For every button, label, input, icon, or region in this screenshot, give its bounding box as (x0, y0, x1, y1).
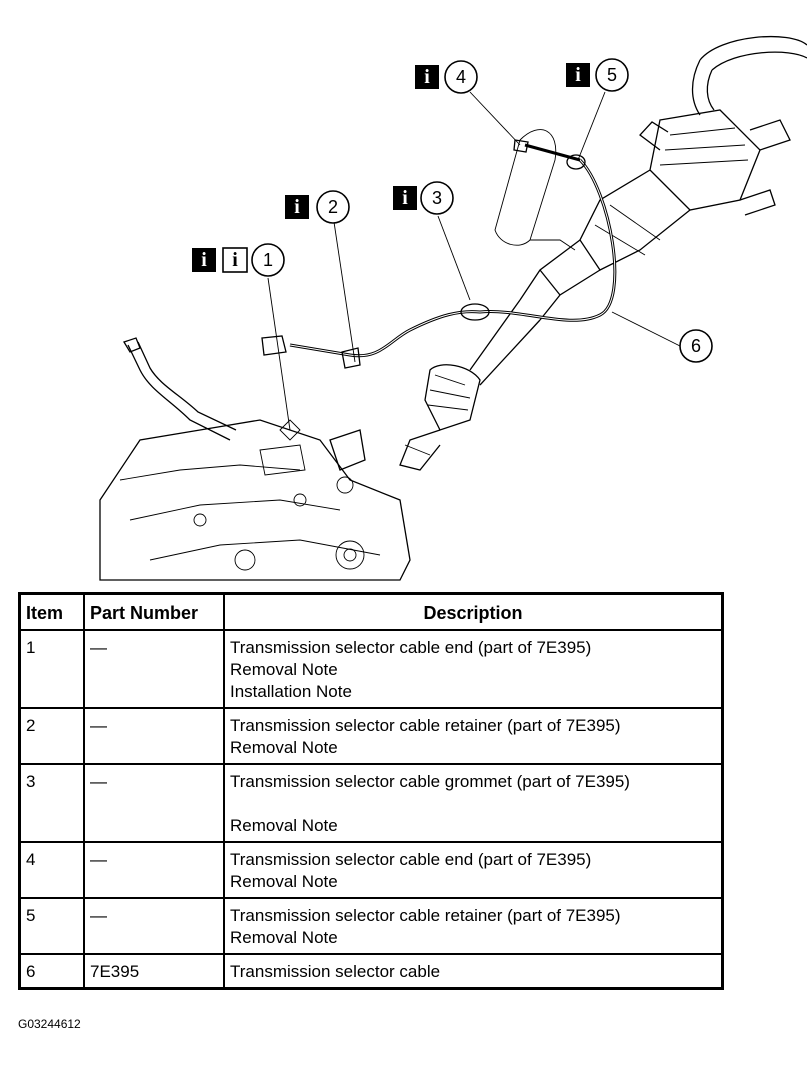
info-icon[interactable] (285, 195, 309, 219)
callout-3[interactable]: i 3 (393, 181, 454, 215)
cell-description: Transmission selector cable retainer (pa… (223, 707, 724, 765)
header-item: Item (18, 592, 85, 631)
description-text: Transmission selector cable retainer (pa… (230, 716, 621, 735)
info-i-glyph: i (575, 64, 581, 86)
callout-number: 6 (691, 336, 701, 356)
removal-note-link[interactable]: Removal Note (230, 872, 338, 891)
callout-5[interactable]: i 5 (566, 58, 629, 92)
parts-table: Item Part Number Description 1 — Transmi… (18, 592, 724, 990)
cell-item: 1 (18, 629, 85, 709)
info-i-glyph: i (201, 249, 207, 271)
table-row: 5 — Transmission selector cable retainer… (18, 897, 724, 955)
info-icon[interactable] (566, 63, 590, 87)
removal-note-link[interactable]: Removal Note (230, 660, 338, 679)
callout-2[interactable]: i 2 (285, 190, 350, 224)
info-i-glyph: i (232, 249, 238, 271)
spacer (230, 793, 716, 815)
selector-cable-illustration (261, 139, 617, 369)
callout-circle (679, 329, 713, 363)
removal-note-link[interactable]: Removal Note (230, 928, 338, 947)
transmission-illustration (99, 337, 411, 581)
cell-description: Transmission selector cable grommet (par… (223, 763, 724, 843)
description-text: Transmission selector cable grommet (par… (230, 772, 630, 791)
description-text: Transmission selector cable retainer (pa… (230, 906, 621, 925)
exploded-view-diagram: i i 1 i 2 i 3 i 4 i 5 6 (99, 36, 807, 581)
callout-circle (251, 243, 285, 277)
callout-circle (420, 181, 454, 215)
cell-item: 2 (18, 707, 85, 765)
removal-note-link[interactable]: Removal Note (230, 738, 338, 757)
table-row: 1 — Transmission selector cable end (par… (18, 629, 724, 709)
installation-note-link[interactable]: Installation Note (230, 682, 352, 701)
info-icon[interactable] (415, 65, 439, 89)
leader-lines (267, 91, 681, 431)
callout-circle (316, 190, 350, 224)
description-text: Transmission selector cable end (part of… (230, 850, 592, 869)
cell-description: Transmission selector cable retainer (pa… (223, 897, 724, 955)
cell-item: 4 (18, 841, 85, 899)
figure-id: G03244612 (18, 1017, 81, 1031)
callout-circle (595, 58, 629, 92)
info-i-glyph: i (424, 66, 430, 88)
cell-part-number: — (83, 897, 225, 955)
table-row: 4 — Transmission selector cable end (par… (18, 841, 724, 899)
info-i-glyph: i (294, 196, 300, 218)
cell-item: 6 (18, 953, 85, 990)
callout-number: 2 (328, 197, 338, 217)
callout-1[interactable]: i i 1 (192, 243, 285, 277)
cell-description: Transmission selector cable end (part of… (223, 841, 724, 899)
callout-number: 5 (607, 65, 617, 85)
cell-part-number: — (83, 629, 225, 709)
table-header-row: Item Part Number Description (18, 592, 724, 631)
callout-number: 3 (432, 188, 442, 208)
info-icon[interactable] (393, 186, 417, 210)
callout-6[interactable]: 6 (679, 329, 713, 363)
cell-item: 5 (18, 897, 85, 955)
callout-4[interactable]: i 4 (415, 60, 478, 94)
table-row: 2 — Transmission selector cable retainer… (18, 707, 724, 765)
info-icon[interactable] (192, 248, 216, 272)
cell-part-number: — (83, 763, 225, 843)
description-text: Transmission selector cable end (part of… (230, 638, 592, 657)
steering-column-illustration (399, 36, 807, 471)
removal-note-link[interactable]: Removal Note (230, 816, 338, 835)
info-i-glyph: i (402, 187, 408, 209)
callout-circle (444, 60, 478, 94)
cell-part-number: — (83, 841, 225, 899)
cell-description: Transmission selector cable (223, 953, 724, 990)
info-icon[interactable] (222, 247, 248, 273)
description-text: Transmission selector cable (230, 962, 441, 981)
header-part-number: Part Number (83, 592, 225, 631)
callout-number: 4 (456, 67, 466, 87)
cell-part-number: 7E395 (83, 953, 225, 990)
cell-item: 3 (18, 763, 85, 843)
table-row: 3 — Transmission selector cable grommet … (18, 763, 724, 843)
cell-description: Transmission selector cable end (part of… (223, 629, 724, 709)
table-row: 6 7E395 Transmission selector cable (18, 953, 724, 990)
cell-part-number: — (83, 707, 225, 765)
header-description: Description (223, 592, 724, 631)
callout-number: 1 (263, 250, 273, 270)
